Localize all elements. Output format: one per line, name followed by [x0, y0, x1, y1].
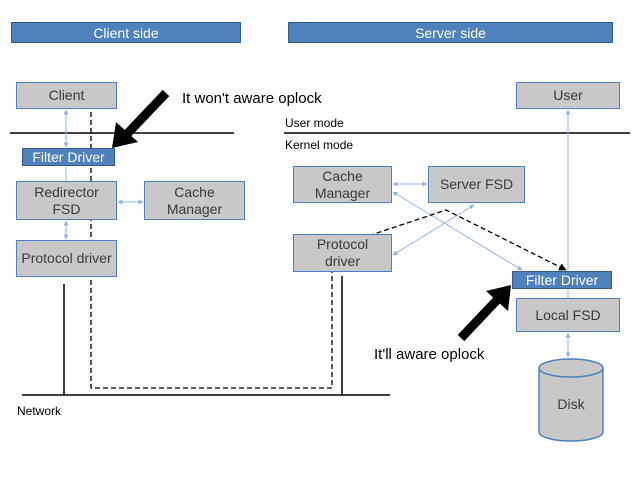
serverfsd-protocol-connector — [392, 204, 475, 256]
client-box: Client — [16, 82, 117, 109]
client-side-header: Client side — [11, 22, 241, 43]
server-filter-driver: Filter Driver — [512, 271, 612, 289]
redirector-fsd-box: Redirector FSD — [16, 181, 117, 220]
client-cache-manager-box: Cache Manager — [144, 181, 245, 220]
disk-cylinder — [538, 358, 604, 442]
client-filter-driver: Filter Driver — [22, 148, 115, 166]
server-cache-manager-box: Cache Manager — [293, 166, 392, 203]
client-note-arrow — [112, 89, 170, 148]
local-fsd-box: Local FSD — [516, 298, 620, 332]
server-side-header: Server side — [288, 22, 613, 43]
client-oplock-note: It won't aware oplock — [182, 90, 322, 107]
cache-filter-connector — [392, 191, 523, 271]
kernel-mode-label: Kernel mode — [285, 138, 354, 152]
user-mode-label: User mode — [285, 116, 344, 130]
user-box: User — [516, 82, 620, 109]
client-protocol-driver-box: Protocol driver — [16, 240, 117, 277]
server-fsd-box: Server FSD — [428, 166, 525, 203]
oplock-dashed-path — [90, 112, 567, 389]
network-label: Network — [17, 404, 62, 418]
disk-label: Disk — [557, 396, 585, 412]
server-protocol-driver-box: Protocol driver — [293, 234, 392, 272]
server-note-arrow — [457, 285, 511, 342]
server-oplock-note: It'll aware oplock — [374, 346, 485, 363]
